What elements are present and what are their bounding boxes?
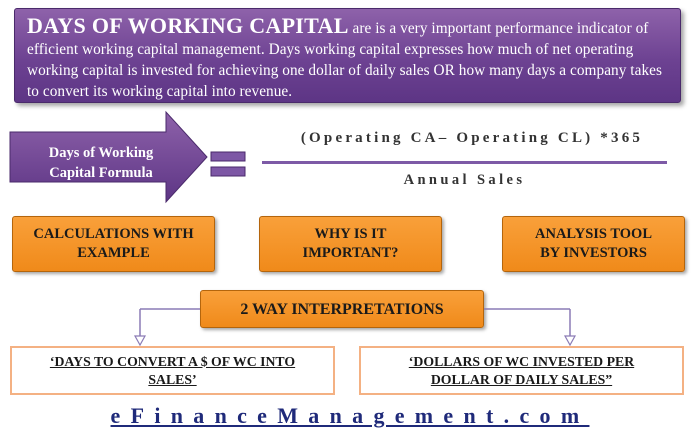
calculations-line1: CALCULATIONS WITH [33,226,194,242]
interpretation-days-line2: SALES’ [148,371,197,387]
interpretation-days-line1: ‘DAYS TO CONVERT A $ OF WC INTO [49,353,296,369]
analysis-tool-button[interactable]: ANALYSIS TOOL BY INVESTORS [502,216,685,272]
interpretation-dollars-line2: DOLLAR OF DAILY SALES” [430,371,613,387]
intro-banner: DAYS OF WORKING CAPITAL are is a very im… [14,8,681,103]
interpretation-days: ‘DAYS TO CONVERT A $ OF WC INTO SALES’ [10,346,335,395]
calculations-line2: EXAMPLE [77,245,150,261]
formula-arrow-shape [9,110,208,204]
why-important-button[interactable]: WHY IS IT IMPORTANT? [259,216,442,272]
formula-label-line2: Capital Formula [49,165,153,181]
interpretations-label: 2 WAY INTERPRETATIONS [240,300,444,318]
intro-heading: DAYS OF WORKING CAPITAL [27,13,349,38]
interpretation-dollars-line1: ‘DOLLARS OF WC INVESTED PER [408,353,635,369]
equals-icon [210,151,246,177]
analysis-tool-line2: BY INVESTORS [540,245,647,261]
formula-label-line1: Days of Working [48,145,154,161]
calculations-button[interactable]: CALCULATIONS WITH EXAMPLE [12,216,215,272]
why-important-line1: WHY IS IT [314,226,387,242]
analysis-tool-line1: ANALYSIS TOOL [535,226,652,242]
interpretations-button[interactable]: 2 WAY INTERPRETATIONS [200,290,484,328]
intro-text: are is a very important performance indi… [27,20,662,100]
formula-numerator: (Operating CA– Operating CL) *365 [300,130,644,146]
fraction-line [262,161,667,164]
interpretation-dollars: ‘DOLLARS OF WC INVESTED PER DOLLAR OF DA… [359,346,684,395]
why-important-line2: IMPORTANT? [302,245,399,261]
formula-label: Days of Working Capital Formula [22,143,180,183]
footer-link[interactable]: eFinanceManagement.com [110,403,590,428]
formula-denominator: Annual Sales [403,172,526,188]
